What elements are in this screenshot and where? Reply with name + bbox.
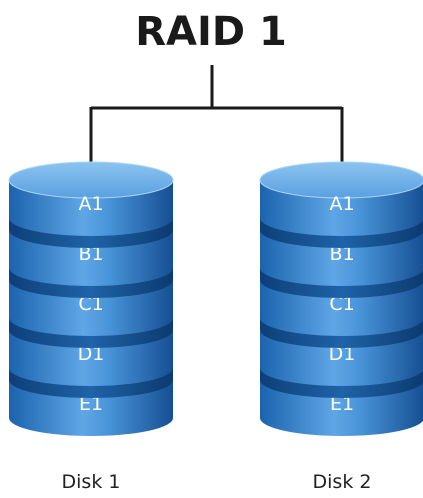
disk-2-block: A1 [259, 161, 423, 248]
disk-top [259, 161, 423, 199]
block-label: D1 [78, 343, 105, 365]
disk-caption: Disk 1 [62, 471, 121, 493]
block-label: D1 [329, 343, 356, 365]
mirror-connector [89, 65, 344, 170]
block-label: B1 [78, 243, 103, 265]
block-label: C1 [78, 293, 103, 315]
block-label: A1 [78, 193, 103, 215]
diagram-title: RAID 1 [135, 9, 287, 55]
disk-caption: Disk 2 [313, 471, 372, 493]
block-label: B1 [329, 243, 354, 265]
disk-1-block: A1 [8, 161, 174, 248]
block-label: C1 [329, 293, 354, 315]
block-label: E1 [330, 393, 354, 415]
disk-top [8, 161, 174, 199]
block-label: E1 [79, 393, 103, 415]
block-label: A1 [329, 193, 354, 215]
